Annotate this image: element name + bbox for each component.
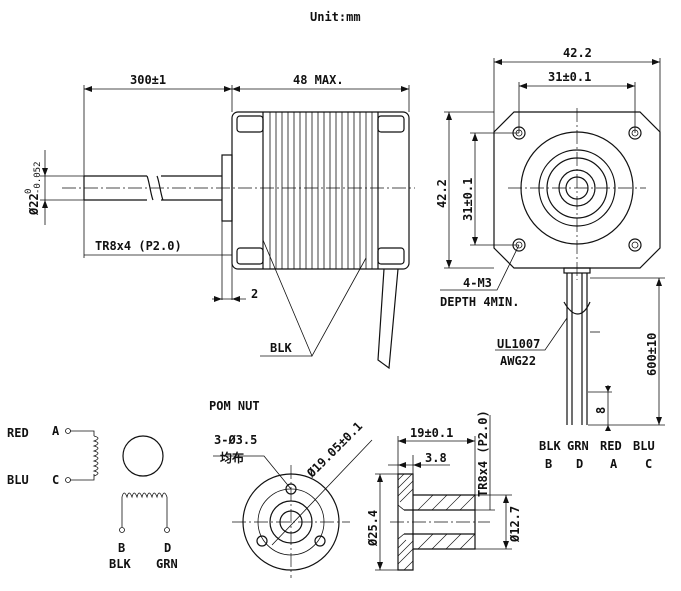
cable-label: UL1007 bbox=[497, 337, 540, 351]
schem-blk: BLK bbox=[109, 557, 131, 571]
schem-blu: BLU bbox=[7, 473, 29, 487]
wire-color-1: GRN bbox=[567, 439, 589, 453]
depth-label: DEPTH 4MIN. bbox=[440, 295, 519, 309]
nut-side-view: Ø25.4 19±0.1 3.8 TR8x4 (P2.0) Ø12.7 bbox=[366, 410, 522, 571]
wire-color-3: BLU bbox=[633, 439, 655, 453]
nut-flange-dia: Ø25.4 bbox=[366, 510, 380, 547]
schem-b: B bbox=[118, 541, 125, 555]
nut-flange-t: 3.8 bbox=[425, 451, 447, 465]
front-view: 42.2 31±0.1 42.2 31±0.1 4-M3 DEPTH 4MIN.… bbox=[435, 46, 665, 471]
wire-letter-1: D bbox=[576, 457, 583, 471]
dim-shaft-dia-lower: -0.052 bbox=[33, 161, 43, 194]
nut-holes-cn: 均布 bbox=[220, 450, 244, 465]
schem-red: RED bbox=[7, 426, 29, 440]
dim-shaft-length: 300±1 bbox=[130, 73, 166, 87]
side-view: BLK 300±1 48 MAX. Ø22 0 -0.052 TR8x4 (P2… bbox=[24, 73, 415, 370]
wire-color-2: RED bbox=[600, 439, 622, 453]
nut-body-dia: Ø12.7 bbox=[508, 506, 522, 543]
dim-front-hole-spacing-v: 31±0.1 bbox=[461, 178, 475, 221]
dim-strip: 8 bbox=[594, 407, 608, 414]
wire-letter-3: C bbox=[645, 457, 652, 471]
dim-boss-len: 2 bbox=[251, 287, 258, 301]
dim-front-hole-spacing: 31±0.1 bbox=[548, 70, 591, 84]
nut-holes: 3-Ø3.5 bbox=[214, 433, 257, 447]
thread-label: TR8x4 (P2.0) bbox=[95, 239, 182, 253]
unit-label: Unit:mm bbox=[310, 10, 361, 24]
dim-shaft-dia: Ø22 bbox=[27, 193, 41, 216]
schem-d: D bbox=[164, 541, 171, 555]
screw-label: 4-M3 bbox=[463, 276, 492, 290]
schem-grn: GRN bbox=[156, 557, 178, 571]
wire-blk-label: BLK bbox=[270, 341, 292, 355]
schem-a: A bbox=[52, 424, 60, 438]
schem-c: C bbox=[52, 473, 59, 487]
nut-front-view: POM NUT 3-Ø3.5 均布 Ø19.05±0.1 bbox=[209, 399, 373, 578]
wire-color-0: BLK bbox=[539, 439, 561, 453]
dim-lead-length: 600±10 bbox=[645, 333, 659, 376]
dim-front-width: 42.2 bbox=[563, 46, 592, 60]
dim-shaft-dia-upper: 0 bbox=[24, 189, 34, 194]
nut-title: POM NUT bbox=[209, 399, 260, 413]
wire-letter-2: A bbox=[610, 457, 618, 471]
dim-body-length: 48 MAX. bbox=[293, 73, 344, 87]
gauge-label: AWG22 bbox=[500, 354, 536, 368]
nut-pcd: Ø19.05±0.1 bbox=[304, 419, 366, 481]
wire-letter-0: B bbox=[545, 457, 552, 471]
dim-front-height: 42.2 bbox=[435, 179, 449, 208]
wiring-schematic: RED BLU A C B D BLK GRN bbox=[7, 424, 178, 571]
nut-length: 19±0.1 bbox=[410, 426, 453, 440]
nut-thread: TR8x4 (P2.0) bbox=[476, 410, 490, 497]
